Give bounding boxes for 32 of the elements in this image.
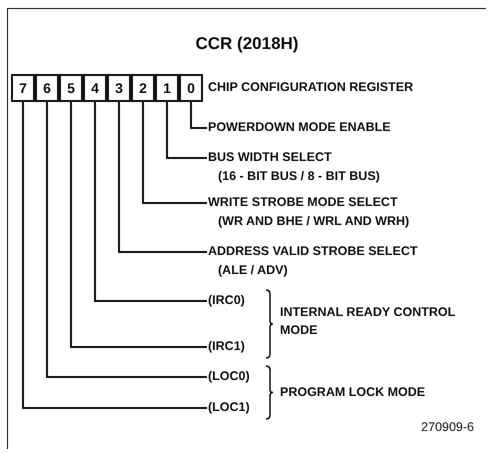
figure-number: 270909-6 (421, 420, 474, 434)
bit-cell: 6 (35, 74, 59, 102)
bit-cell: 2 (131, 74, 155, 102)
annotation-text: INTERNAL READY CONTROL MODE (280, 304, 456, 339)
leader-line (94, 102, 207, 302)
leader-line (46, 102, 207, 378)
annotation-text: CHIP CONFIGURATION REGISTER (208, 79, 414, 96)
field-description: WRITE STROBE MODE SELECT (208, 194, 399, 211)
field-values: (16 - BIT BUS / 8 - BIT BUS) (217, 168, 380, 185)
leader-line (70, 102, 207, 348)
bit-cell: 7 (11, 74, 35, 102)
field-description: (IRC1) (208, 337, 245, 356)
field-description: ADDRESS VALID STROBE SELECT (208, 243, 418, 260)
field-description: POWERDOWN MODE ENABLE (208, 118, 391, 137)
bit-cell: 5 (59, 74, 83, 102)
leader-line (190, 102, 207, 129)
bit-cell: 1 (155, 74, 179, 102)
field-description: (IRC0) (208, 291, 245, 310)
bit-cell: 3 (107, 74, 131, 102)
field-description: BUS WIDTH SELECT (208, 149, 333, 166)
title: CCR (2018H) (194, 34, 300, 54)
bit-cell: 0 (179, 74, 203, 102)
annotation-text: PROGRAM LOCK MODE (280, 384, 426, 401)
field-values: (WR AND BHE / WRL AND WRH) (217, 213, 410, 230)
leader-line (118, 102, 207, 253)
bit-cell: 4 (83, 74, 107, 102)
leader-line (166, 102, 207, 159)
field-values: (ALE / ADV) (217, 262, 289, 279)
field-description: (LOC1) (208, 398, 250, 417)
field-description: (LOC0) (208, 367, 250, 386)
leader-line (142, 102, 207, 204)
leader-line (22, 102, 207, 409)
